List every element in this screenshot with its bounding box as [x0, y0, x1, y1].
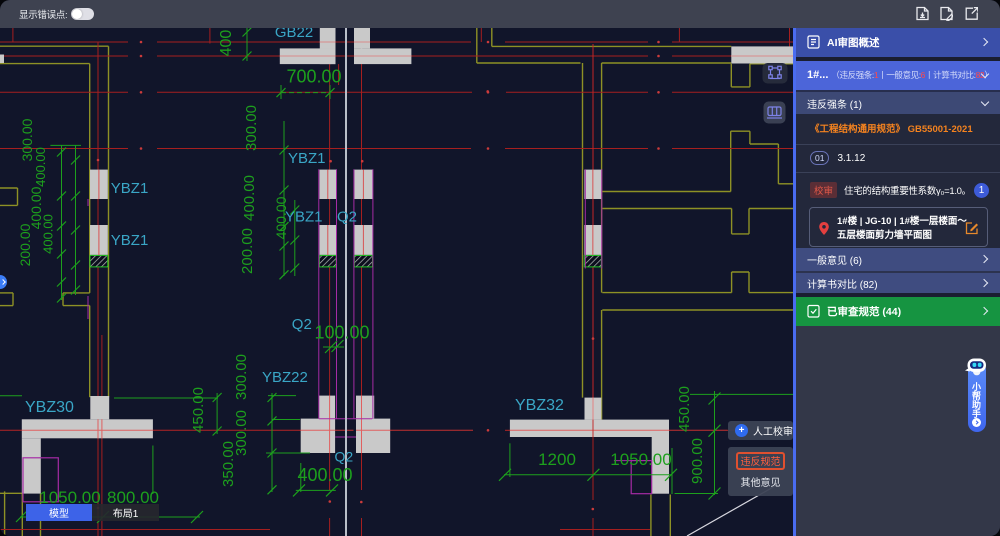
svg-text:300.00: 300.00: [233, 410, 250, 456]
svg-text:YBZ1: YBZ1: [111, 180, 149, 197]
svg-text:YBZ1: YBZ1: [285, 209, 323, 226]
svg-text:700.00: 700.00: [286, 67, 341, 87]
svg-text:200.00: 200.00: [239, 228, 256, 274]
svg-text:1050.00: 1050.00: [610, 450, 671, 469]
svg-text:400: 400: [218, 30, 235, 57]
svg-text:300.00: 300.00: [233, 354, 250, 400]
svg-text:400.00: 400.00: [241, 175, 258, 221]
svg-text:200.00: 200.00: [17, 223, 33, 266]
svg-text:350.00: 350.00: [220, 441, 237, 487]
svg-text:450.00: 450.00: [676, 386, 693, 432]
svg-text:Q2: Q2: [335, 449, 354, 465]
svg-text:400.00: 400.00: [33, 147, 48, 187]
svg-text:YBZ30: YBZ30: [25, 399, 74, 416]
svg-text:GB22: GB22: [275, 24, 313, 41]
svg-text:100.00: 100.00: [314, 323, 369, 343]
svg-text:YBZ32: YBZ32: [515, 397, 564, 414]
svg-text:Q2: Q2: [292, 316, 312, 333]
svg-text:300.00: 300.00: [19, 118, 35, 161]
svg-text:900.00: 900.00: [689, 438, 706, 484]
svg-text:YBZ1: YBZ1: [288, 150, 326, 167]
svg-text:Q2: Q2: [337, 209, 357, 226]
svg-text:400.00: 400.00: [297, 465, 352, 485]
svg-text:400.00: 400.00: [41, 214, 56, 254]
svg-text:400.00: 400.00: [273, 196, 289, 239]
svg-text:YBZ1: YBZ1: [111, 232, 149, 249]
svg-text:1050.00: 1050.00: [39, 488, 100, 507]
svg-text:800.00: 800.00: [107, 488, 159, 507]
svg-text:1200: 1200: [538, 450, 576, 469]
svg-text:400.00: 400.00: [28, 186, 44, 229]
svg-text:450.00: 450.00: [190, 387, 207, 433]
svg-text:YBZ22: YBZ22: [262, 369, 308, 386]
svg-text:300.00: 300.00: [243, 105, 260, 151]
